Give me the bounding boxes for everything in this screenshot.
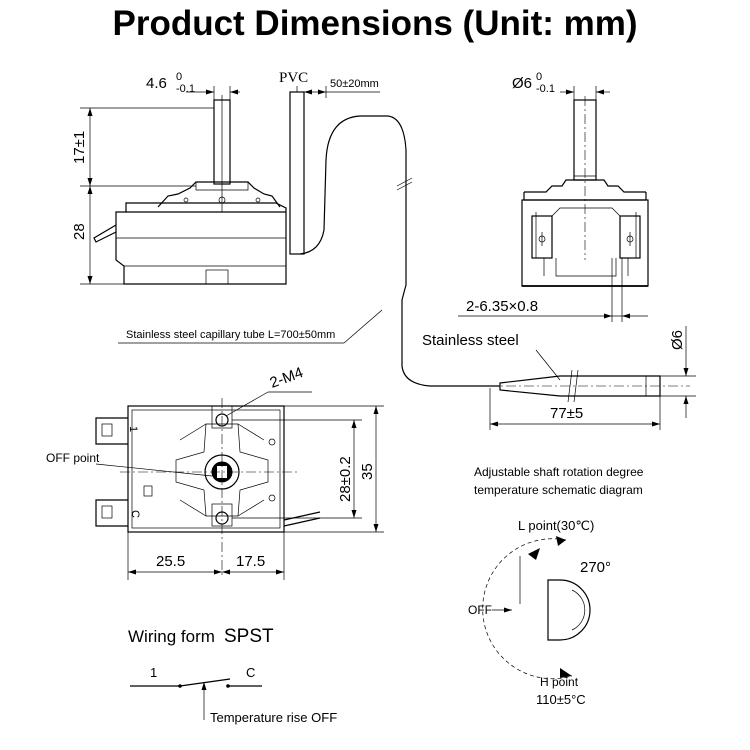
- h-temp-label: 110±5°C: [536, 692, 586, 707]
- wiring-label: Wiring form: [128, 627, 215, 646]
- capillary-label: Stainless steel capillary tube L=700±50m…: [126, 329, 335, 341]
- thermostat-body: [115, 202, 287, 285]
- terminal-c-label: C: [129, 510, 141, 518]
- bulb-material-label: Stainless steel: [422, 332, 519, 349]
- end-view: 2-6.35×0.8 Ø6 0 -0.1: [458, 71, 649, 322]
- hole-spacing-label: 28±0.2: [337, 456, 354, 502]
- shaft-height-label: 17±1: [71, 131, 88, 164]
- top-view-body: [127, 405, 285, 533]
- wiring-diagram: Wiring form SPST 1 C Temperature rise OF…: [128, 626, 337, 725]
- off-label: OFF: [468, 603, 492, 617]
- terminal-1-tab: [95, 417, 128, 445]
- top-view: 1 C 2-M4 OFF point: [46, 364, 384, 580]
- wiring-note: Temperature rise OFF: [210, 710, 337, 725]
- right-width-label: 17.5: [236, 553, 265, 570]
- sensing-bulb: Stainless steel Ø6 77±5: [422, 326, 696, 430]
- shaft-dia-label: 4.6: [146, 75, 167, 92]
- terminal-c-tab: [95, 499, 128, 527]
- left-width-label: 25.5: [156, 553, 185, 570]
- wiring-terminal-1: 1: [150, 665, 157, 680]
- page-title: Product Dimensions (Unit: mm): [112, 4, 638, 43]
- pvc-label: PVC: [279, 70, 308, 86]
- side-view: 4.6 0 -0.1 PVC 50±20mm 17±1 28 Stainless…: [71, 70, 500, 387]
- terminal-size-label: 2-6.35×0.8: [466, 298, 538, 315]
- svg-text:-0.1: -0.1: [536, 83, 555, 95]
- knob-shape: [547, 579, 591, 641]
- rotation-arc: [482, 538, 573, 680]
- switch-contact: [179, 678, 231, 687]
- height-label: 35: [359, 463, 376, 480]
- bulb-length-label: 77±5: [550, 405, 583, 422]
- off-point-label: OFF point: [46, 451, 100, 465]
- terminal-right: [619, 215, 641, 259]
- wiring-type: SPST: [224, 626, 274, 647]
- terminal-left: [531, 215, 553, 259]
- wiring-terminal-c: C: [246, 665, 255, 680]
- rotation-diagram: Adjustable shaft rotation degree tempera…: [468, 465, 644, 707]
- mount-holes-label: 2-M4: [268, 364, 306, 392]
- l-point-label: L point(30℃): [518, 518, 594, 533]
- terminal-1-label: 1: [127, 426, 139, 432]
- rotation-title-2: temperature schematic diagram: [474, 483, 643, 497]
- mounting-bracket: [157, 181, 281, 208]
- svg-text:0: 0: [536, 71, 542, 83]
- end-view-bracket: [524, 179, 646, 193]
- angle-label: 270°: [580, 559, 611, 576]
- h-point-label: H point: [540, 675, 579, 689]
- pvc-sleeve: [289, 91, 305, 255]
- body-height-label: 28: [71, 223, 88, 240]
- capillary-tube: [299, 115, 500, 387]
- svg-text:-0.1: -0.1: [176, 83, 195, 95]
- pvc-length-label: 50±20mm: [330, 78, 379, 90]
- end-shaft-dia-label: Ø6: [512, 75, 532, 92]
- svg-text:0: 0: [176, 71, 182, 83]
- rotation-title-1: Adjustable shaft rotation degree: [474, 465, 644, 479]
- bulb-dia-label: Ø6: [669, 330, 686, 350]
